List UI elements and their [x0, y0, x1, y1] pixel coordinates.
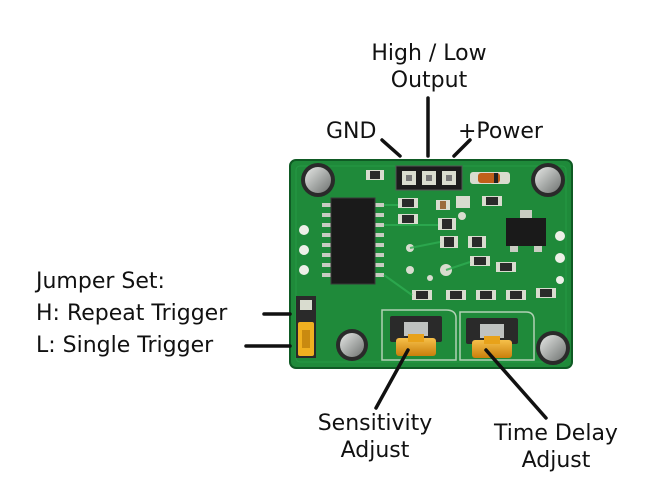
- sensitivity-label-line1: Sensitivity: [317, 411, 433, 436]
- main-ic-chip: [322, 197, 384, 285]
- capacitor-bottom-right: [536, 331, 570, 365]
- pcb-traces: [383, 204, 471, 296]
- gnd-label: GND: [326, 119, 377, 144]
- sensitivity-line: [374, 348, 410, 410]
- time-delay-label-line1: Time Delay: [494, 421, 618, 446]
- sensitivity-potentiometer: [390, 316, 442, 356]
- capacitor-top-left: [301, 163, 335, 197]
- voltage-regulator: [506, 210, 546, 252]
- capacitor-top-right: [531, 163, 565, 197]
- pot-outline: [381, 309, 535, 361]
- sensitivity-label-line2: Adjust: [340, 438, 410, 463]
- high-low-output-label-line2: Output: [390, 68, 468, 93]
- capacitor-bottom-left: [336, 329, 368, 361]
- time-delay-line: [484, 348, 548, 420]
- sensitivity-adjust-label: Sensitivity Adjust: [300, 410, 450, 464]
- gnd-line: [380, 138, 402, 158]
- time-delay-label-line2: Adjust: [521, 448, 591, 473]
- time-delay-adjust-label: Time Delay Adjust: [476, 420, 636, 474]
- jumper-set-label: Jumper Set: H: Repeat Trigger L: Single …: [36, 268, 227, 364]
- high-low-output-label-line1: High / Low: [371, 41, 487, 66]
- diode: [470, 172, 510, 184]
- smd-components: [366, 170, 556, 300]
- mounting-holes: [299, 225, 565, 284]
- callout-lines: [244, 96, 548, 420]
- power-line: [452, 138, 472, 158]
- jumper-repeat-trigger: H: Repeat Trigger: [36, 301, 228, 326]
- power-label: +Power: [458, 119, 543, 144]
- pin-header: [395, 165, 463, 191]
- high-low-output-label: High / Low Output: [355, 40, 503, 94]
- jumper-single-trigger: L: Single Trigger: [36, 333, 214, 358]
- time-delay-potentiometer: [466, 318, 518, 358]
- jumper-set-title: Jumper Set:: [36, 269, 165, 294]
- trigger-jumper: [296, 296, 316, 358]
